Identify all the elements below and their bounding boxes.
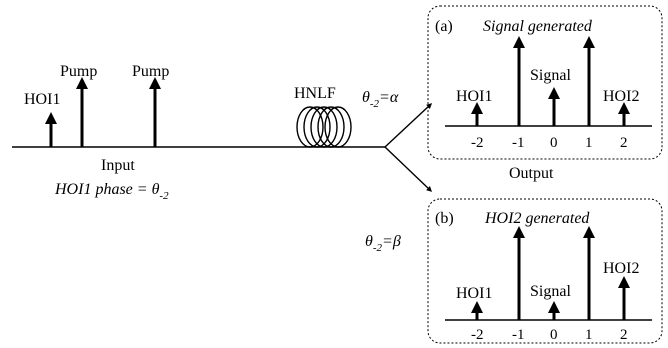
branch-b-condition: θ-2=β <box>365 233 401 254</box>
panel-a-tag: (a) <box>435 18 453 35</box>
output-label: Output <box>509 165 554 182</box>
panel-a-tick: -2 <box>471 135 484 151</box>
input-spectrum: HOI1 Pump Pump Input HOI1 phase = θ-2 <box>12 63 238 202</box>
panel-a-hoi1-label: HOI1 <box>456 88 492 105</box>
input-pump1-label: Pump <box>60 63 97 80</box>
panel-a-signal-label: Signal <box>530 67 571 84</box>
branch-a-condition: θ-2=α <box>362 89 399 110</box>
panel-a: (a) Signal generated HOI1 Signal HOI2 -2… <box>427 5 663 160</box>
input-pump2-label: Pump <box>132 63 169 80</box>
panel-a-title: Signal generated <box>483 18 593 35</box>
panel-b-hoi1-label: HOI1 <box>456 285 492 302</box>
panel-a-frame <box>427 5 663 160</box>
hnlf-fiber: HNLF <box>238 85 385 148</box>
panel-b-hoi2-label: HOI2 <box>603 260 639 277</box>
branch-arrow-b <box>384 146 433 192</box>
panel-b-frame <box>427 198 663 344</box>
input-caption: Input <box>101 157 135 174</box>
panel-b-tick: 2 <box>620 327 628 343</box>
panel-b-tick: -2 <box>471 327 484 343</box>
fiber-label: HNLF <box>294 85 336 102</box>
panel-b-title: HOI2 generated <box>484 210 590 227</box>
panel-b-tag: (b) <box>435 210 454 227</box>
panel-a-hoi2-label: HOI2 <box>603 88 639 105</box>
input-hoi1-label: HOI1 <box>24 91 60 108</box>
panel-b-tick: 0 <box>550 327 558 343</box>
branch-arrow-a <box>384 103 433 148</box>
panel-b-tick: 1 <box>585 327 593 343</box>
panel-b-tick: -1 <box>512 327 525 343</box>
panel-a-tick: 2 <box>620 135 628 151</box>
panel-a-tick: 1 <box>585 135 593 151</box>
fiber-coil-icon <box>296 106 352 148</box>
panel-b: (b) HOI2 generated HOI1 Signal HOI2 -2 -… <box>427 198 663 344</box>
panel-b-signal-label: Signal <box>530 283 571 300</box>
input-phase-label: HOI1 phase = θ-2 <box>54 181 169 202</box>
panel-a-tick: 0 <box>550 135 558 151</box>
panel-a-tick: -1 <box>512 135 525 151</box>
